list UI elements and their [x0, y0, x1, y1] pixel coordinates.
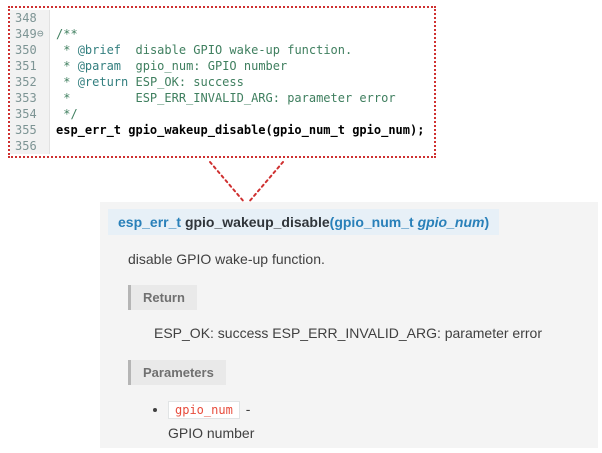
arrow-down-dotted-icon: [209, 161, 284, 204]
code-text: */: [50, 106, 78, 122]
code-text: esp_err_t gpio_wakeup_disable(gpio_num_t…: [50, 122, 424, 138]
code-text: /**: [50, 26, 78, 42]
line-number: 349: [10, 26, 37, 42]
signature-return-type: esp_err_t: [118, 214, 185, 230]
line-number: 350: [10, 42, 37, 58]
code-segment-comment: ESP_OK: success: [128, 75, 244, 89]
fold-column: [37, 122, 50, 138]
fold-column: [37, 138, 50, 154]
code-line: 348: [10, 10, 434, 26]
code-text: [50, 10, 56, 26]
code-segment-tag: @brief: [77, 43, 122, 57]
parameter-name-literal: gpio_num: [168, 401, 240, 419]
code-text: * @return ESP_OK: success: [50, 74, 244, 90]
code-text: * ESP_ERR_INVALID_ARG: parameter error: [50, 90, 396, 106]
return-heading: Return: [128, 285, 197, 310]
code-segment-comment: /**: [56, 27, 78, 41]
code-line: 351 * @param gpio_num: GPIO number: [10, 58, 434, 74]
parameter-list: gpio_num- GPIO number: [168, 401, 590, 441]
fold-column: [37, 74, 50, 90]
code-line: 349⊖ /**: [10, 26, 434, 42]
line-number: 353: [10, 90, 37, 106]
code-line: 354 */: [10, 106, 434, 122]
parameter-description: GPIO number: [168, 425, 255, 441]
line-number: 355: [10, 122, 37, 138]
line-number: 352: [10, 74, 37, 90]
code-segment-comment: * ESP_ERR_INVALID_ARG: parameter error: [56, 91, 396, 105]
line-number: 351: [10, 58, 37, 74]
parameter-dash: -: [245, 401, 251, 417]
doc-body: disable GPIO wake-up function. Return ES…: [128, 251, 590, 441]
line-number: 356: [10, 138, 37, 154]
code-segment-comment: disable GPIO wake-up function.: [121, 43, 353, 57]
line-number: 354: [10, 106, 37, 122]
parameters-heading: Parameters: [128, 360, 226, 385]
code-segment-comment: */: [56, 107, 78, 121]
signature-function-name: gpio_wakeup_disable: [184, 214, 330, 230]
function-description: disable GPIO wake-up function.: [128, 251, 325, 267]
code-line: 355 esp_err_t gpio_wakeup_disable(gpio_nu…: [10, 122, 434, 138]
fold-column: [37, 42, 50, 58]
doc-panel: esp_err_t gpio_wakeup_disable(gpio_num_t…: [100, 202, 598, 448]
fold-column: [37, 58, 50, 74]
fold-column: [37, 90, 50, 106]
signature-param-name: gpio_num: [417, 214, 485, 230]
code-segment-comment: *: [56, 75, 78, 89]
code-segment-comment: *: [56, 59, 78, 73]
code-line: 353 * ESP_ERR_INVALID_ARG: parameter err…: [10, 90, 434, 106]
fold-column: [37, 106, 50, 122]
code-line: 350 * @brief disable GPIO wake-up functi…: [10, 42, 434, 58]
parameter-item: gpio_num- GPIO number: [168, 401, 590, 441]
signature-close-paren: ): [484, 214, 490, 230]
signature-param-type: gpio_num_t: [334, 214, 418, 230]
code-segment-comment: gpio_num: GPIO number: [121, 59, 288, 73]
code-line: 356: [10, 138, 434, 154]
code-text: * @brief disable GPIO wake-up function.: [50, 42, 352, 58]
code-text: [50, 138, 56, 154]
code-text: * @param gpio_num: GPIO number: [50, 58, 287, 74]
code-segment-comment: *: [56, 43, 78, 57]
signature-open-paren: (: [329, 214, 335, 230]
return-text: ESP_OK: success ESP_ERR_INVALID_ARG: par…: [154, 325, 542, 341]
code-segment-code: esp_err_t gpio_wakeup_disable(gpio_num_t…: [56, 123, 425, 137]
code-line: 352 * @return ESP_OK: success: [10, 74, 434, 90]
fold-column: [37, 10, 50, 26]
fold-collapse-icon[interactable]: ⊖: [37, 26, 50, 42]
function-signature: esp_err_t gpio_wakeup_disable(gpio_num_t…: [108, 209, 500, 235]
line-number: 348: [10, 10, 37, 26]
code-segment-tag: @param: [77, 59, 122, 73]
code-segment-tag: @return: [77, 75, 129, 89]
